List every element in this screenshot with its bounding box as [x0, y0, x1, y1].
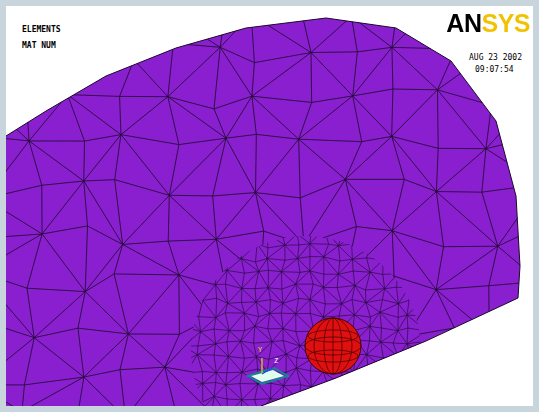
mesh-lines [183, 228, 440, 406]
mesh-lines [6, 6, 533, 406]
coordinate-triad [248, 358, 288, 384]
coarse-mesh [6, 6, 533, 406]
axis-label: Y [258, 347, 262, 355]
fine-region [183, 228, 440, 406]
time-stamp: 09:07:54 [475, 66, 514, 75]
plot-title: ELEMENTS [22, 26, 61, 35]
plot-subtitle: MAT NUM [22, 42, 56, 51]
software-logo: ANSYS [446, 10, 530, 38]
dome-edge [6, 18, 520, 406]
mesh-illustration [6, 6, 533, 406]
plot-window: ELEMENTS MAT NUM ANSYS AUG 23 2002 09:07:54Y… [6, 6, 533, 406]
red-sphere [305, 318, 361, 374]
date-stamp: AUG 23 2002 [469, 54, 522, 63]
axis-label: Z [274, 358, 278, 366]
